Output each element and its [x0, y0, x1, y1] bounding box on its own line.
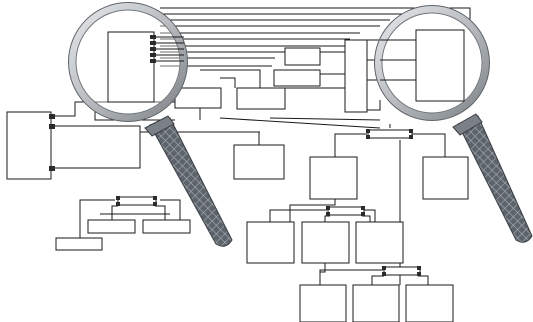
box-right-4	[301, 221, 350, 264]
box-right-1	[309, 156, 358, 200]
box-upper-center-2	[273, 69, 321, 87]
left-module-port-3	[49, 166, 55, 171]
box-right-2	[422, 156, 469, 200]
right-tree-level-2	[246, 206, 404, 285]
box-right-7	[352, 284, 400, 322]
box-right-5	[355, 221, 404, 264]
bus-bar-bottom-left	[117, 196, 157, 206]
right-tree-level-1	[289, 124, 469, 285]
left-module	[6, 101, 260, 180]
right-magnifier-content	[380, 29, 465, 102]
box-upper-center-4	[174, 87, 222, 109]
box-bottom-left-3	[55, 237, 103, 251]
right-tree-level-3	[299, 266, 454, 322]
bus-bar-right-top	[367, 129, 413, 139]
magnifying-glass-icon	[68, 2, 233, 247]
box-upper-right-tall	[344, 39, 368, 113]
box-upper-center-3	[236, 87, 286, 110]
right-magnifier-handle	[452, 113, 533, 243]
left-module-port-1	[49, 114, 55, 119]
box-center	[233, 144, 285, 180]
left-magnifier-handle	[144, 115, 233, 247]
bus-bar-right-bottom	[383, 266, 421, 276]
box-right-6	[299, 284, 347, 322]
box-right-8	[405, 284, 454, 322]
left-module-port-2	[49, 124, 55, 129]
bus-bar-right-middle	[327, 206, 365, 216]
left-magnifier-content	[107, 31, 184, 103]
box-right-3	[246, 221, 295, 264]
magnifying-glass-icon	[374, 5, 533, 243]
box-bottom-left-1	[87, 219, 136, 234]
box-upper-center-1	[284, 47, 321, 66]
bottom-left-tree	[55, 196, 191, 251]
box-bottom-left-2	[142, 219, 191, 234]
